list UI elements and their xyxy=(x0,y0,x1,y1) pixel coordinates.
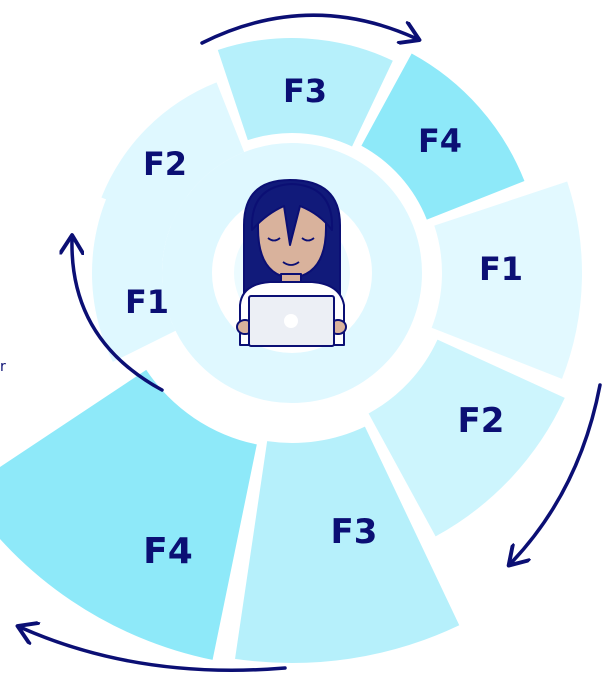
arrow-top xyxy=(200,13,415,43)
person-icon xyxy=(236,179,347,347)
arrow-right xyxy=(512,383,602,562)
laptop-logo-icon xyxy=(284,314,298,328)
eye-right xyxy=(301,237,315,242)
segment-f3-inner xyxy=(217,38,393,147)
segment-label-f4-outer: F4 xyxy=(143,531,193,572)
segment-f4-outer xyxy=(0,369,257,660)
bangs xyxy=(250,183,334,246)
segment-label-f3-outer: F3 xyxy=(331,512,378,552)
inner-ring xyxy=(162,143,422,403)
arrow-left xyxy=(72,240,164,392)
spiral-segments xyxy=(0,38,583,664)
segment-f1-outer xyxy=(431,181,583,379)
eye-left xyxy=(267,237,281,242)
segment-f2-inner xyxy=(101,82,245,226)
segment-f3-outer xyxy=(235,426,460,664)
segment-label-f4-inner: F4 xyxy=(418,122,462,160)
segment-f4-inner xyxy=(361,53,525,220)
segment-label-f1-outer: F1 xyxy=(479,250,523,288)
segment-label-f1-inner: F1 xyxy=(125,283,169,321)
mouth xyxy=(282,261,300,266)
segment-label-f3-inner: F3 xyxy=(283,72,327,110)
segment-label-f2-outer: F2 xyxy=(458,401,505,441)
segment-label-f2-inner: F2 xyxy=(143,145,187,183)
segment-f2-outer xyxy=(368,339,565,537)
flow-arrows xyxy=(22,13,602,672)
arrow-bottom xyxy=(22,628,287,672)
segment-labels: F1 F2 F3 F4 F1 F2 F3 F4 xyxy=(125,72,523,572)
side-text: r xyxy=(0,359,6,375)
